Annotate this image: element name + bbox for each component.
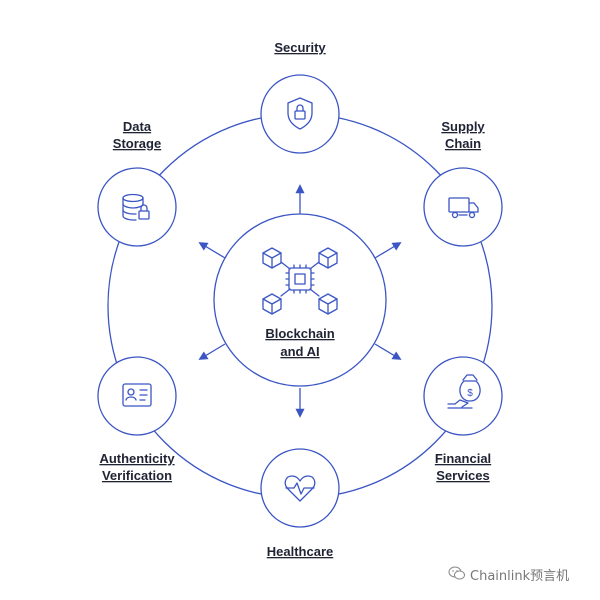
authenticity-label-line1: Authenticity (99, 451, 175, 466)
node-security: Security (260, 40, 340, 154)
center-label-line2: and AI (280, 344, 319, 359)
arrow-lower-right (374, 343, 402, 360)
truck-icon (448, 197, 479, 219)
financial-services-label-line2: Services (436, 468, 490, 483)
authenticity-label-line2: Verification (102, 468, 172, 483)
healthcare-label: Healthcare (267, 544, 333, 559)
arrows (198, 184, 402, 418)
watermark-text: Chainlink预言机 (470, 569, 570, 584)
shield-lock-icon (287, 97, 313, 130)
arrow-lower-left (198, 343, 226, 360)
data-storage-label-line1: Data (123, 119, 152, 134)
blockchain-network-icon (262, 247, 338, 315)
security-label: Security (274, 40, 326, 55)
svg-text:$: $ (467, 388, 473, 399)
node-authenticity-verification: Authenticity Verification (97, 356, 177, 483)
node-data-storage: Data Storage (97, 119, 177, 247)
node-healthcare: Healthcare (260, 448, 340, 559)
database-lock-icon (122, 193, 150, 221)
node-financial-services: $ Financial Services (423, 356, 503, 483)
supply-chain-label-line2: Chain (445, 136, 481, 151)
center-node: Blockchain and AI (213, 213, 387, 387)
financial-services-label-line1: Financial (435, 451, 491, 466)
arrow-upper-right (374, 242, 402, 259)
supply-chain-label-line1: Supply (441, 119, 485, 134)
wechat-icon (448, 566, 465, 580)
center-label-line1: Blockchain (265, 326, 334, 341)
heart-pulse-icon (284, 475, 316, 502)
arrow-upper-left (198, 242, 226, 259)
data-storage-label-line2: Storage (113, 136, 161, 151)
id-card-icon (122, 383, 152, 407)
node-supply-chain: Supply Chain (423, 119, 503, 247)
money-bag-hand-icon: $ (447, 374, 481, 409)
